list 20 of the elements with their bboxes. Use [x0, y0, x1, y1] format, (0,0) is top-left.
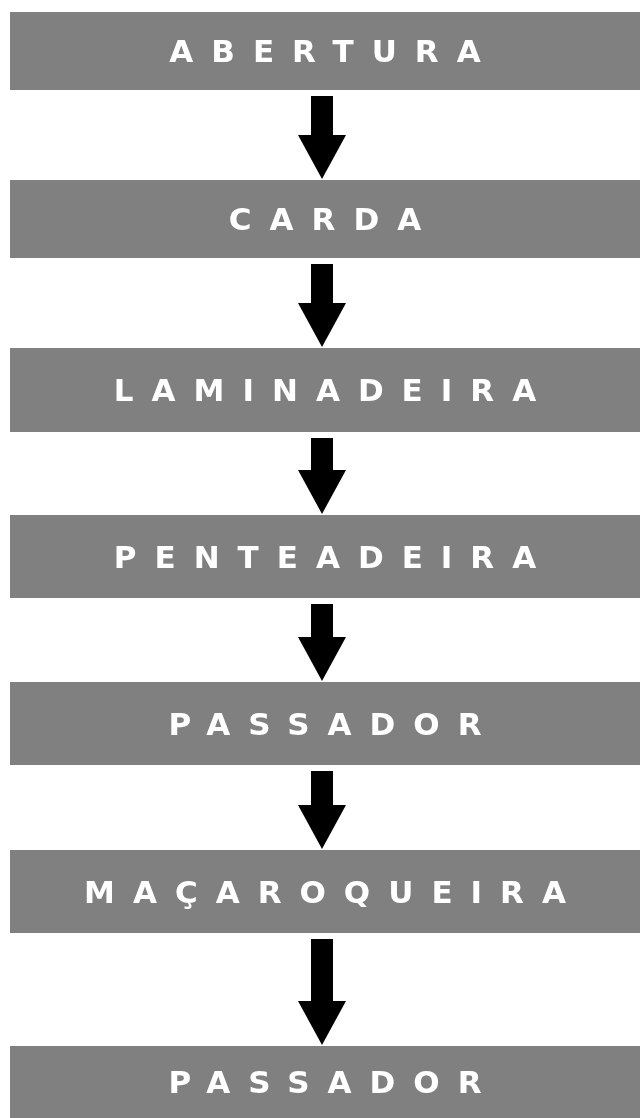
step-label: PENTEADEIRA	[113, 538, 555, 575]
step-label: ABERTURA	[169, 33, 499, 69]
process-box	[10, 1046, 640, 1118]
arrow	[298, 96, 346, 179]
process-box	[10, 348, 640, 432]
arrow	[298, 438, 346, 514]
step-label: PASSADOR	[168, 705, 500, 742]
arrow	[298, 264, 346, 347]
process-box	[10, 682, 640, 765]
step-label: LAMINADEIRA	[113, 372, 555, 408]
arrow	[298, 939, 346, 1045]
process-box	[10, 180, 640, 258]
process-box	[10, 12, 640, 90]
arrow	[298, 771, 346, 849]
step-label: PASSADOR	[168, 1064, 500, 1100]
process-box	[10, 850, 640, 933]
arrow	[298, 604, 346, 681]
process-box	[10, 515, 640, 598]
step-label: MAÇAROQUEIRA	[84, 873, 584, 910]
step-label: CARDA	[228, 201, 440, 237]
